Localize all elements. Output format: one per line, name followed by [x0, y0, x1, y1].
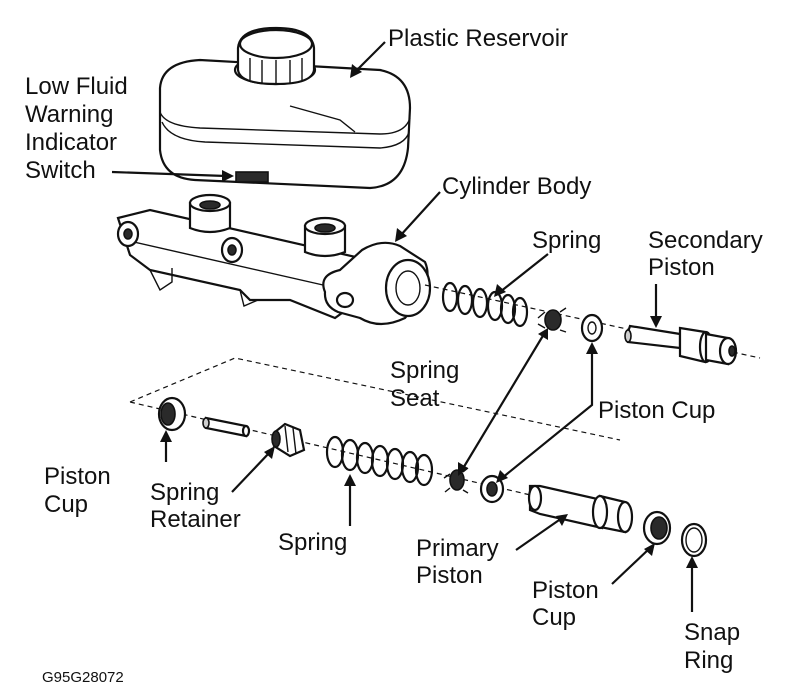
- label-piston-cup-left-line1: Piston: [44, 463, 111, 490]
- primary-piston: [527, 484, 634, 534]
- label-snap-ring-line2: Ring: [684, 647, 733, 674]
- label-snap-ring-line1: Snap: [684, 619, 740, 646]
- label-cylinder-body: Cylinder Body: [442, 173, 591, 200]
- snap-ring: [680, 522, 708, 558]
- label-primary-piston-line2: Piston: [416, 562, 483, 589]
- label-low-fluid-line1: Low Fluid: [25, 73, 128, 100]
- label-piston-cup-bottom-line2: Cup: [532, 604, 576, 631]
- figure-code: G95G28072: [42, 669, 124, 683]
- label-spring-seat-line2: Seat: [390, 385, 440, 412]
- leader-arrows: [111, 41, 698, 612]
- lower-piston-cup-center: [479, 474, 505, 504]
- label-spring-retainer-line2: Retainer: [150, 506, 241, 533]
- bottom-piston-cup: [642, 510, 672, 546]
- label-piston-cup-bottom-line1: Piston: [532, 577, 599, 604]
- label-piston-cup-left-line2: Cup: [44, 491, 88, 518]
- plastic-reservoir: [158, 26, 412, 190]
- spring-retainer: [271, 422, 306, 458]
- retainer-pin: [202, 416, 251, 438]
- left-piston-cup: [157, 396, 187, 432]
- secondary-piston: [624, 324, 738, 366]
- upper-piston-cup: [580, 313, 604, 343]
- label-spring-seat-line1: Spring: [390, 357, 459, 384]
- label-secondary-piston-line2: Piston: [648, 254, 715, 281]
- label-primary-piston-line1: Primary: [416, 535, 499, 562]
- assembly-axis-lower: [129, 357, 621, 511]
- label-low-fluid-line2: Warning: [25, 101, 113, 128]
- upper-spring-seat: [537, 307, 567, 333]
- label-secondary-piston-line1: Secondary: [648, 227, 763, 254]
- label-spring-upper: Spring: [532, 227, 601, 254]
- label-plastic-reservoir: Plastic Reservoir: [388, 25, 568, 52]
- label-spring-lower: Spring: [278, 529, 347, 556]
- label-spring-retainer-line1: Spring: [150, 479, 219, 506]
- label-low-fluid-line4: Switch: [25, 157, 96, 184]
- label-piston-cup-right: Piston Cup: [598, 397, 715, 424]
- cylinder-body: [116, 193, 432, 326]
- lower-spring: [325, 435, 434, 487]
- lower-spring-seat: [443, 467, 469, 494]
- label-low-fluid-line3: Indicator: [25, 129, 117, 156]
- upper-spring: [441, 281, 529, 328]
